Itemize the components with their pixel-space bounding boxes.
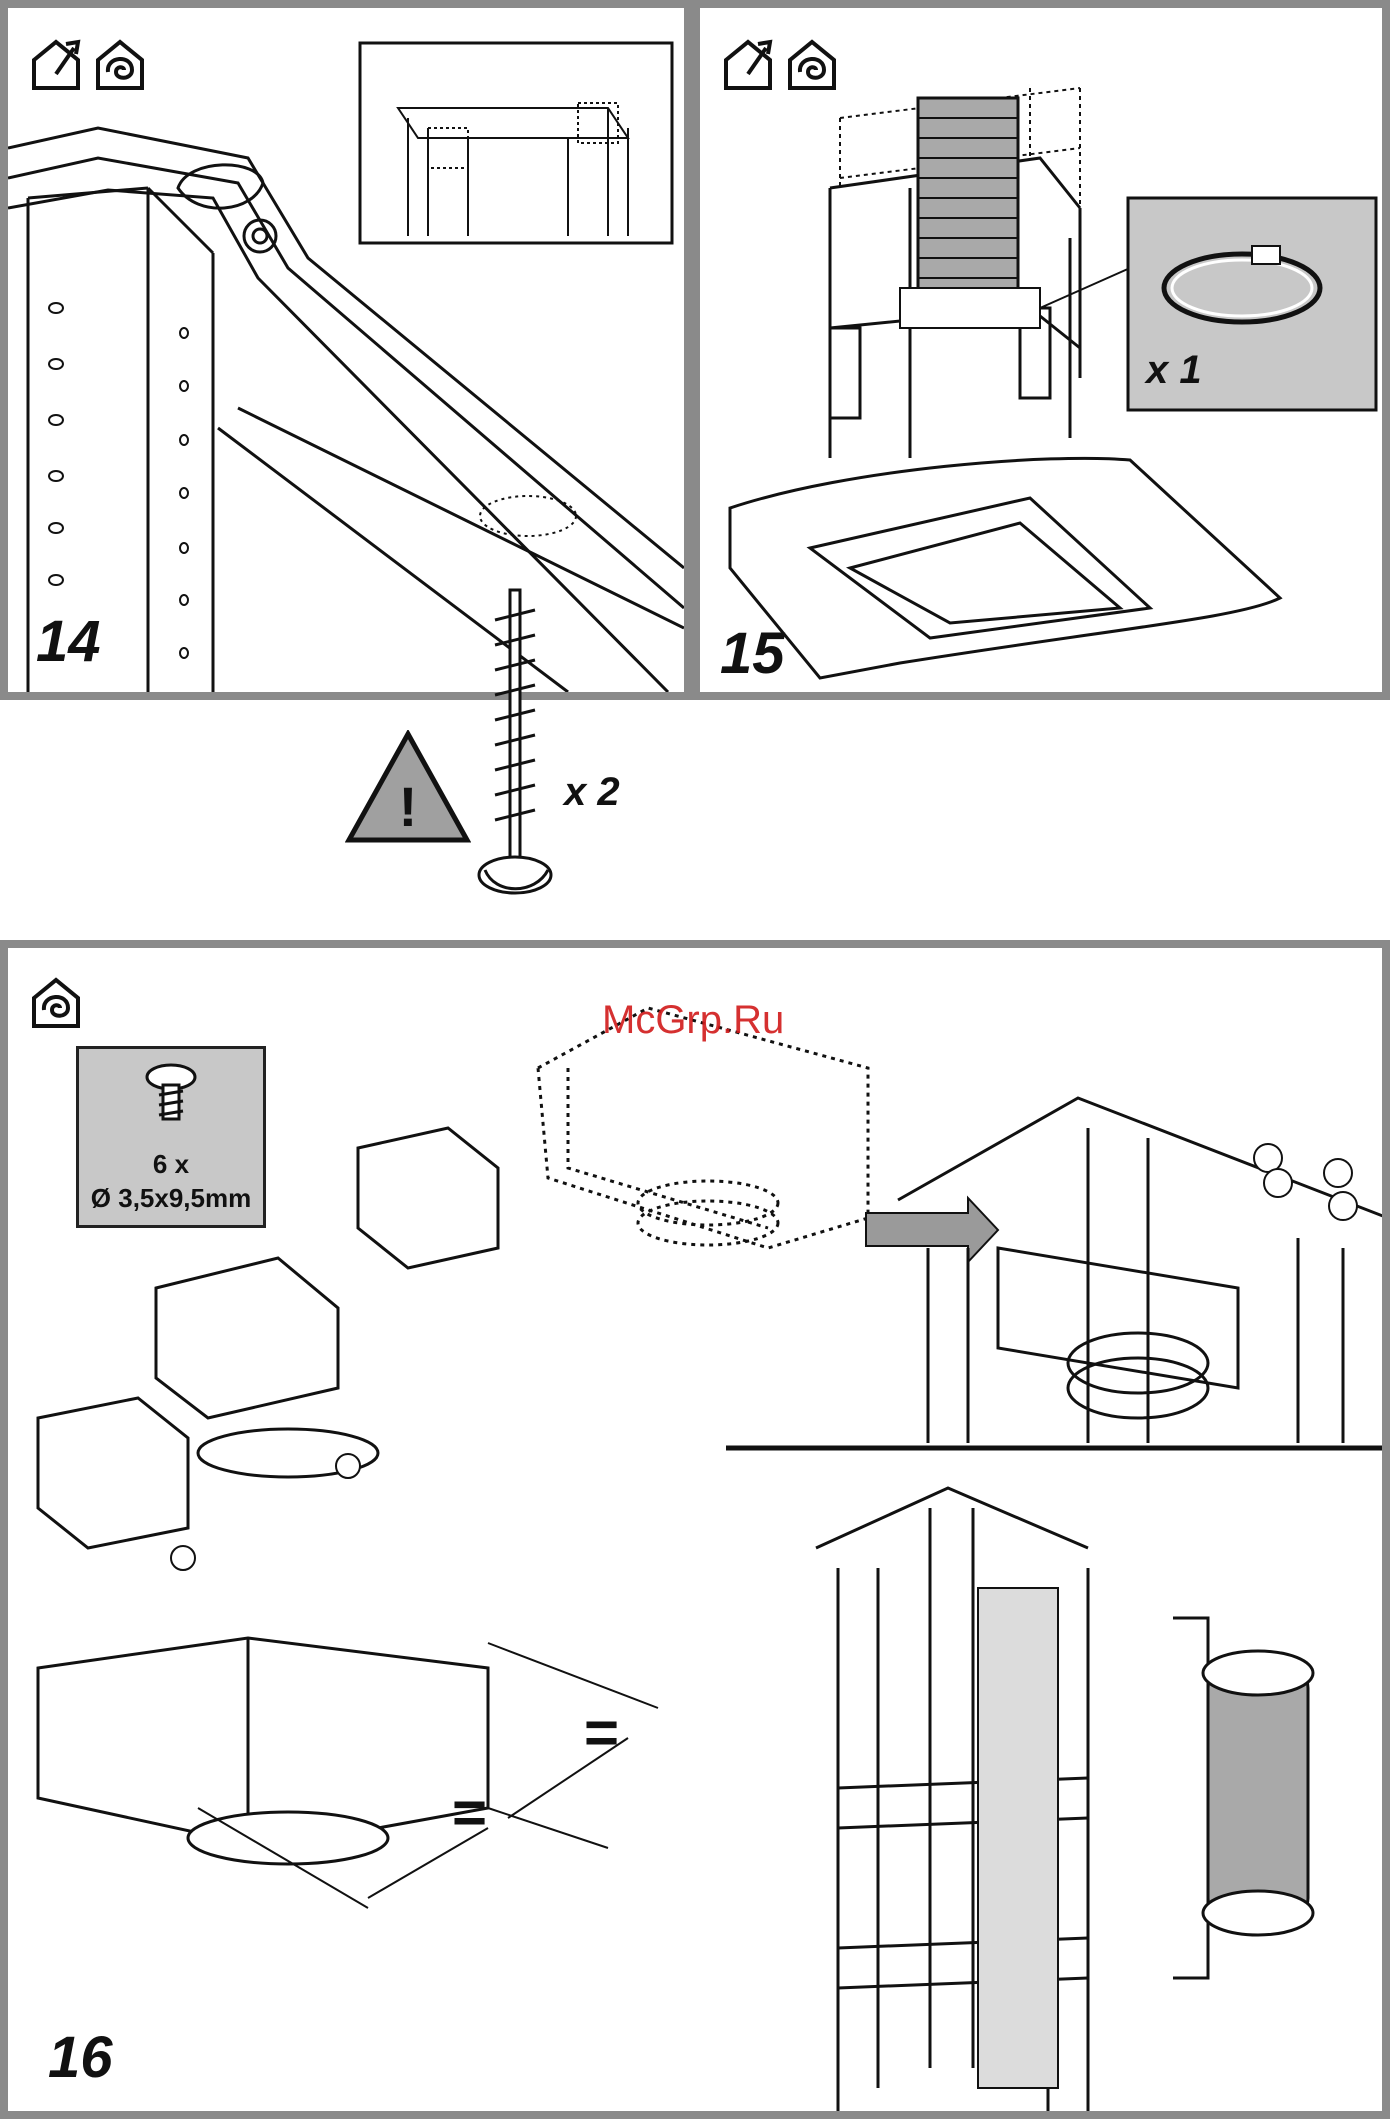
screw-spec-box: 6 x Ø 3,5x9,5mm (76, 1046, 266, 1228)
svg-text:!: ! (399, 775, 418, 838)
watermark: McGrp.Ru (602, 998, 784, 1043)
step-15-drawing (700, 8, 1382, 692)
equal-distance-mark: = (452, 1778, 487, 1847)
step-number: 14 (36, 608, 101, 675)
screw-quantity: x 2 (564, 770, 620, 815)
ducted-mode-icon (30, 36, 86, 97)
ducted-mode-icon (722, 36, 778, 97)
recirculation-mode-icon (786, 36, 842, 97)
warning-icon: ! (345, 730, 471, 849)
screw-icon (141, 1063, 201, 1133)
recirculation-mode-icon (94, 36, 150, 97)
step-15-panel: x 1 15 (692, 0, 1390, 700)
step-14-panel: 14 (0, 0, 692, 700)
screw-spec-size: Ø 3,5x9,5mm (79, 1183, 263, 1214)
step-14-drawing (8, 8, 684, 692)
screw-spec-quantity: 6 x (79, 1149, 263, 1180)
clamp-quantity: x 1 (1146, 348, 1202, 393)
step-number: 16 (48, 2024, 113, 2091)
recirculation-mode-icon (30, 974, 86, 1035)
step-number: 15 (720, 620, 785, 687)
equal-distance-mark: = (584, 1698, 619, 1767)
